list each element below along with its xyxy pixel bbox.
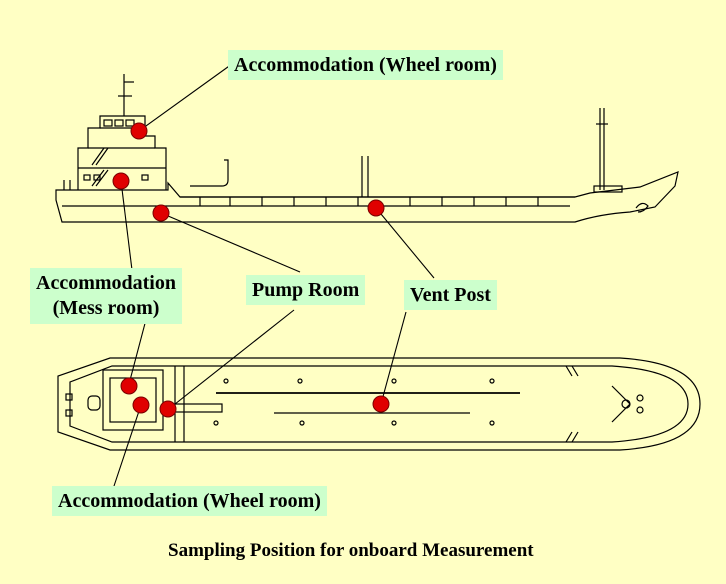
leader-vent-post-top [380, 311, 407, 405]
label-mess-room-line1: Accommodation [36, 272, 176, 294]
leader-wheel-room-bottom [113, 404, 142, 487]
marker-mess-room-side [112, 172, 130, 190]
marker-vent-post-top [372, 395, 390, 413]
leader-mess-room-side [120, 180, 133, 271]
leader-pump-room-top [169, 309, 295, 409]
top-view-bow-gear [611, 385, 644, 423]
leader-vent-post-side [375, 207, 435, 279]
side-view-superstructure [77, 115, 167, 190]
marker-pump-room-side [152, 204, 170, 222]
side-view-pipe [190, 159, 229, 187]
leader-pump-room-side [160, 212, 301, 273]
side-view-ship [55, 74, 679, 223]
label-mess-room-line2: (Mess room) [52, 297, 160, 319]
top-view-pipe [171, 403, 223, 413]
marker-pump-room-top [159, 400, 177, 418]
side-view-rail-posts [199, 197, 539, 206]
marker-wheel-room-side [130, 122, 148, 140]
top-view-ship [57, 357, 701, 451]
label-pump-room: Pump Room [246, 275, 366, 305]
label-wheel-room-bottom: Accommodation (Wheel room) [52, 486, 327, 516]
label-mess-room: Accommodation (Mess room) [30, 268, 182, 324]
leader-wheel-room-top [138, 63, 233, 132]
diagram-caption: Sampling Position for onboard Measuremen… [168, 540, 534, 561]
top-view-inner-hull [69, 365, 689, 443]
marker-mess-room-top [120, 377, 138, 395]
marker-vent-post-side [367, 199, 385, 217]
label-vent-post: Vent Post [404, 280, 497, 310]
leader-mess-room-top [128, 311, 149, 385]
marker-wheel-room-top [132, 396, 150, 414]
top-view-fittings [213, 378, 495, 426]
top-view-hull [57, 357, 701, 451]
label-wheel-room-top: Accommodation (Wheel room) [228, 50, 503, 80]
leader-lines [113, 63, 435, 487]
